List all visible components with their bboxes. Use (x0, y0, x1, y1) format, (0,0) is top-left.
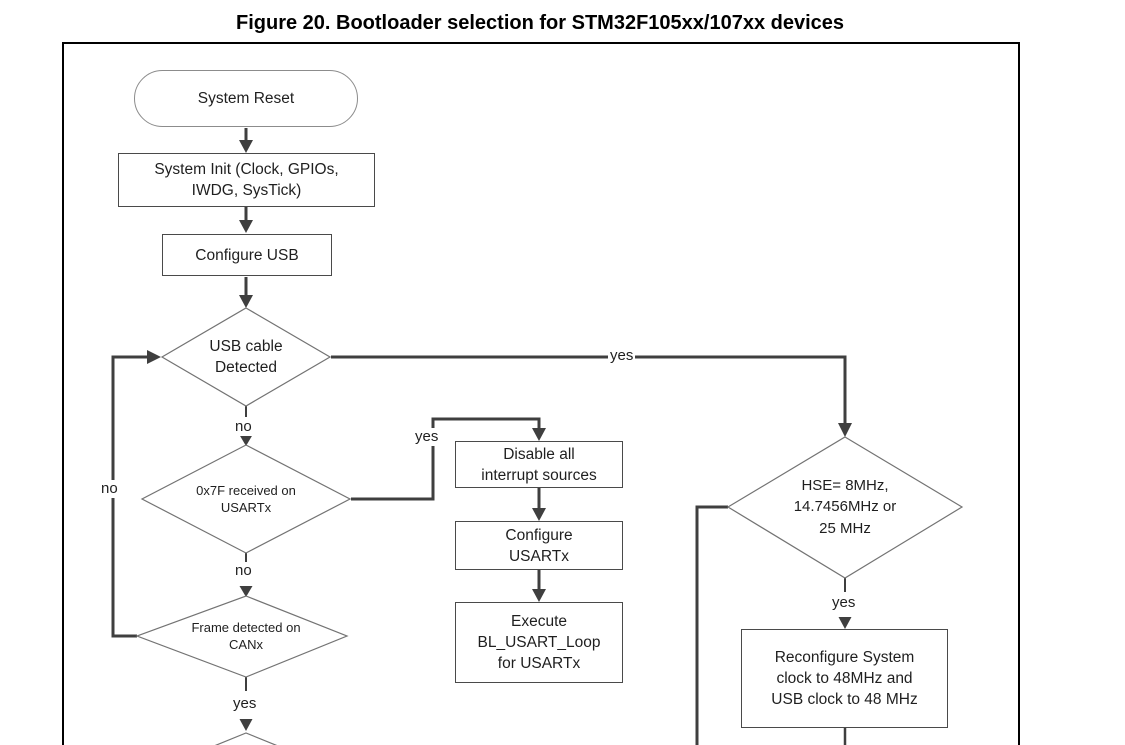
arrow-into-usart-diamond (239, 435, 253, 446)
arrow-into-init (239, 140, 253, 153)
node-configure-usb-label: Configure USB (195, 246, 299, 264)
edge-label-usart-yes: yes (413, 428, 441, 446)
arrow-into-usbdetect (239, 295, 253, 308)
diamond-usb-cable-detected (160, 307, 332, 407)
edge-label-usb-no: no (233, 418, 254, 436)
node-reconfigure-clock-label: Reconfigure System clock to 48MHz and US… (771, 649, 918, 708)
edge-usbdetect-yes-to-hse (331, 355, 847, 424)
arrow-into-confusart (532, 508, 546, 521)
diamond-partial-bottom (214, 732, 278, 745)
edge-hse-no-down (695, 505, 728, 745)
node-configure-usart: Configure USARTx (455, 521, 623, 570)
diamond-frame-detected-can (135, 595, 349, 678)
node-execute-bl-usart-loop-label: Execute BL_USART_Loop for USARTx (477, 613, 601, 672)
arrow-into-execute (532, 589, 546, 602)
edge-label-can-no: no (99, 480, 120, 498)
edge-label-hse-yes: yes (830, 594, 858, 612)
decision-shapes (135, 307, 964, 745)
node-configure-usart-label: Configure USARTx (505, 526, 573, 565)
arrow-into-usbconf (239, 220, 253, 233)
diagram-frame (62, 42, 1020, 745)
edge-usart-yes-to-disable (351, 417, 541, 501)
node-reconfigure-clock: Reconfigure System clock to 48MHz and US… (741, 629, 948, 728)
arrow-into-bottom-diamond (239, 719, 253, 731)
diamond-hse-check (726, 436, 964, 579)
figure-title: Figure 20. Bootloader selection for STM3… (235, 12, 845, 34)
node-execute-bl-usart-loop: Execute BL_USART_Loop for USARTx (455, 602, 623, 683)
edge-label-can-yes: yes (231, 695, 259, 713)
node-system-init: System Init (Clock, GPIOs, IWDG, SysTick… (118, 153, 375, 207)
node-configure-usb: Configure USB (162, 234, 332, 276)
arrow-into-hse (838, 423, 852, 437)
arrowheads (147, 140, 852, 731)
edge-label-usb-yes: yes (608, 347, 636, 365)
node-disable-interrupts: Disable all interrupt sources (455, 441, 623, 488)
node-system-reset-label: System Reset (197, 90, 295, 107)
edge-label-usart-no: no (233, 562, 254, 580)
arrow-into-disable (532, 428, 546, 441)
diamond-usart-received (140, 444, 352, 554)
arrow-loop-into-usbdetect (147, 350, 161, 364)
arrow-into-can-diamond (239, 586, 253, 597)
node-disable-interrupts-label: Disable all interrupt sources (481, 445, 597, 484)
node-system-init-label: System Init (Clock, GPIOs, IWDG, SysTick… (154, 161, 339, 199)
node-system-reset: System Reset (134, 70, 358, 127)
arrow-into-reconfigure (838, 617, 852, 629)
